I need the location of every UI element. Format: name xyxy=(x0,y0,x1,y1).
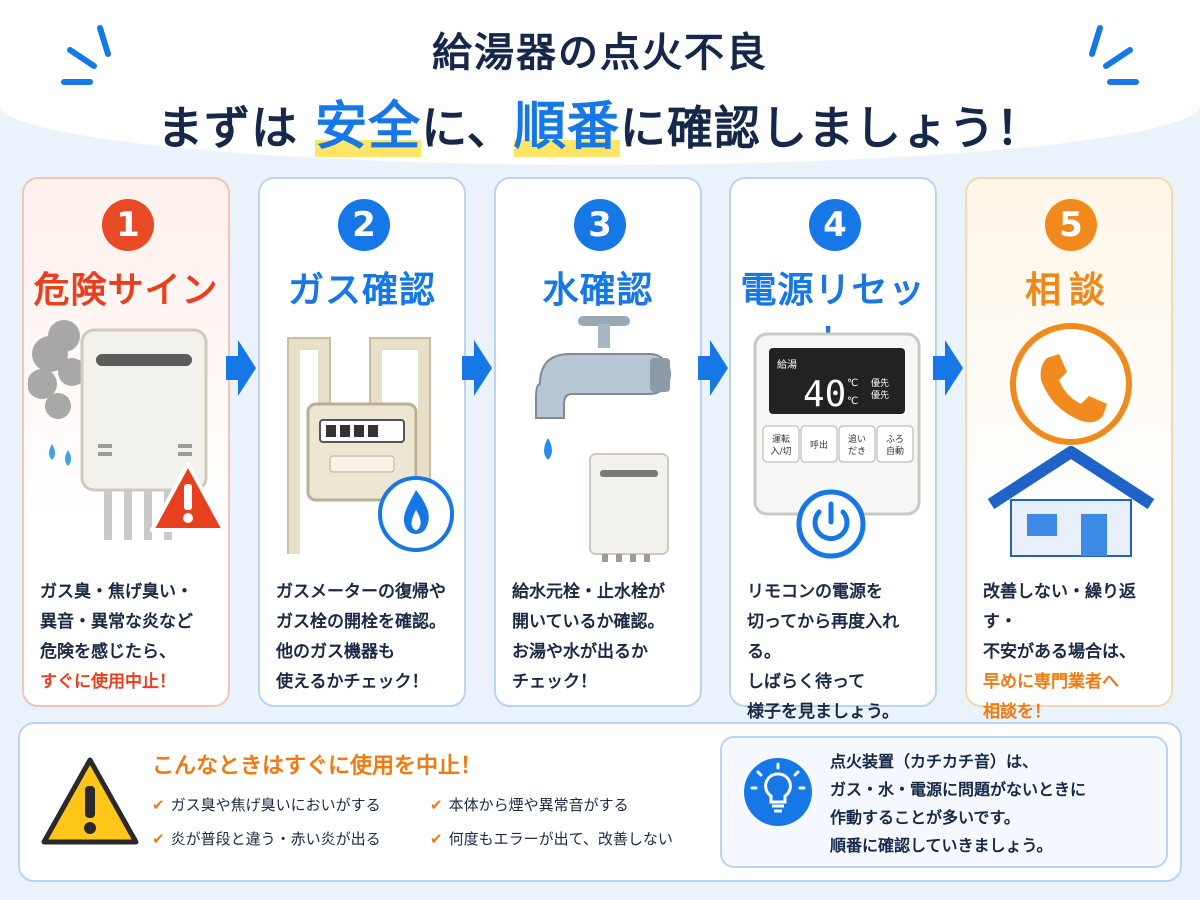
remote-button-bath-line1: ふろ xyxy=(886,434,904,445)
step-title: 危険サイン xyxy=(33,270,219,311)
subtitle-highlight-safety: 安全 xyxy=(315,97,422,157)
step-description: ガス臭・焦げ臭い・ 異音・異常な炎など 危険を感じたら、 すぐに使用中止！ xyxy=(40,577,226,697)
remote-button-call-line1: 呼出 xyxy=(810,439,828,451)
check-icon: ✔ xyxy=(152,830,165,848)
step-number: 4 xyxy=(809,199,861,251)
step-card-power: 4 電源リセット 給湯 40 ℃ ℃ 優先 優先 運転 入/切 呼出 追い だき… xyxy=(729,177,937,722)
accent-lines-right-icon xyxy=(1089,25,1139,85)
step-card-gas: 2 ガス確認 ガスメーターの復帰や ガス栓の開栓を確認。 他のガス機器も 使える… xyxy=(258,177,466,707)
page-subtitle: まずは 安全に、順番に確認しましょう！ xyxy=(0,84,1200,159)
step-card-danger: 1 危険サイン ガス臭・焦げ臭い・ 異音・異常な炎など 危険を感じたら、 すぐに… xyxy=(22,177,230,707)
warning-item: ✔ 何度もエラーが出て、改善しない xyxy=(430,828,673,849)
step-title: ガス確認 xyxy=(287,270,436,311)
step-description: 給水元栓・止水栓が 開いているか確認。 お湯や水が出るか チェック！ xyxy=(512,582,665,692)
accent-lines-left-icon xyxy=(61,25,111,85)
faucet-icon xyxy=(535,316,671,562)
step-number: 3 xyxy=(574,199,626,251)
warning-title: こんなときはすぐに使用を中止！ xyxy=(152,754,483,779)
subtitle-pre: まずは xyxy=(157,101,299,155)
step-warning-text: すぐに使用中止！ xyxy=(40,672,176,692)
check-icon: ✔ xyxy=(430,830,443,848)
page-title: 給湯器の点火不良 xyxy=(432,30,768,76)
remote-label: 給湯 xyxy=(777,358,797,371)
step-card-water: 3 水確認 給水元栓・止水栓が 開いているか確認。 お湯や水が出るか チェック！ xyxy=(494,177,702,707)
remote-button-reheat-line2: だき xyxy=(848,446,866,457)
step-description: 改善しない・繰り返す・ 不安がある場合は、 早めに専門業者へ 相談を！ xyxy=(983,577,1169,727)
remote-button-reheat-line1: 追い xyxy=(848,433,866,445)
gas-meter-icon xyxy=(287,337,454,554)
remote-button-run-line1: 運転 xyxy=(772,434,790,445)
step-number: 5 xyxy=(1045,199,1097,251)
check-icon: ✔ xyxy=(152,796,165,814)
remote-button-run-line2: 入/切 xyxy=(770,446,791,457)
lightbulb-icon xyxy=(744,758,812,826)
arrow-right-icon xyxy=(462,340,492,396)
warning-item-text: ガス臭や焦げ臭いにおいがする xyxy=(170,796,381,814)
remote-priority-1: 優先 xyxy=(871,377,889,389)
remote-controller-icon: 給湯 40 ℃ ℃ 優先 優先 運転 入/切 呼出 追い だき ふろ 自動 xyxy=(753,332,921,559)
remote-unit-top: ℃ xyxy=(847,378,858,389)
tip-box: 点火装置（カチカチ音）は、 ガス・水・電源に問題がないときに 作動することが多い… xyxy=(720,736,1168,868)
check-icon: ✔ xyxy=(430,796,443,814)
arrow-right-icon xyxy=(933,340,963,396)
step-warning-text: 早めに専門業者へ 相談を！ xyxy=(983,672,1119,722)
warning-triangle-icon xyxy=(41,757,139,845)
step-card-consult: 5 相談 改善しない・繰り返す・ 不安がある場合は、 早めに専門業者へ 相談を！ xyxy=(965,177,1173,722)
subtitle-post: に確認しましょう！ xyxy=(619,101,1043,155)
arrow-right-icon xyxy=(226,340,256,396)
step-title: 相談 xyxy=(1024,270,1113,311)
subtitle-mid: に、 xyxy=(421,101,514,155)
bottom-panel: こんなときはすぐに使用を中止！ ✔ ガス臭や焦げ臭いにおいがする ✔ 本体から煙や異… xyxy=(18,722,1182,882)
warning-item-text: 炎が普段と違う・赤い炎が出る xyxy=(170,830,381,848)
subtitle-highlight-order: 順番 xyxy=(513,97,620,157)
step-number: 1 xyxy=(102,199,154,251)
step-number: 2 xyxy=(338,199,390,251)
remote-unit-bottom: ℃ xyxy=(847,396,858,407)
remote-temperature: 40 xyxy=(803,374,846,415)
step-title: 水確認 xyxy=(542,270,654,311)
warning-item-text: 本体から煙や異常音がする xyxy=(448,796,629,814)
step-description-text: ガス臭・焦げ臭い・ 異音・異常な炎など 危険を感じたら、 xyxy=(40,582,193,662)
tip-text: 点火装置（カチカチ音）は、 ガス・水・電源に問題がないときに 作動することが多い… xyxy=(830,752,1087,855)
step-description-text: 改善しない・繰り返す・ 不安がある場合は、 xyxy=(983,582,1136,662)
remote-button-bath-line2: 自動 xyxy=(886,445,904,457)
warning-item: ✔ 炎が普段と違う・赤い炎が出る xyxy=(152,828,381,849)
step-description: リモコンの電源を 切ってから再度入れる。 しばらく待って 様子を見ましょう。 xyxy=(747,582,900,722)
warning-item: ✔ 本体から煙や異常音がする xyxy=(430,794,629,815)
step-description: ガスメーターの復帰や ガス栓の開栓を確認。 他のガス機器も 使えるかチェック！ xyxy=(276,582,446,692)
phone-and-house-icon xyxy=(987,323,1155,557)
warning-item-text: 何度もエラーが出て、改善しない xyxy=(448,830,673,848)
arrow-right-icon xyxy=(698,340,728,396)
smoking-water-heater-icon xyxy=(28,320,226,540)
warning-item: ✔ ガス臭や焦げ臭いにおいがする xyxy=(152,794,381,815)
remote-priority-2: 優先 xyxy=(871,389,889,401)
